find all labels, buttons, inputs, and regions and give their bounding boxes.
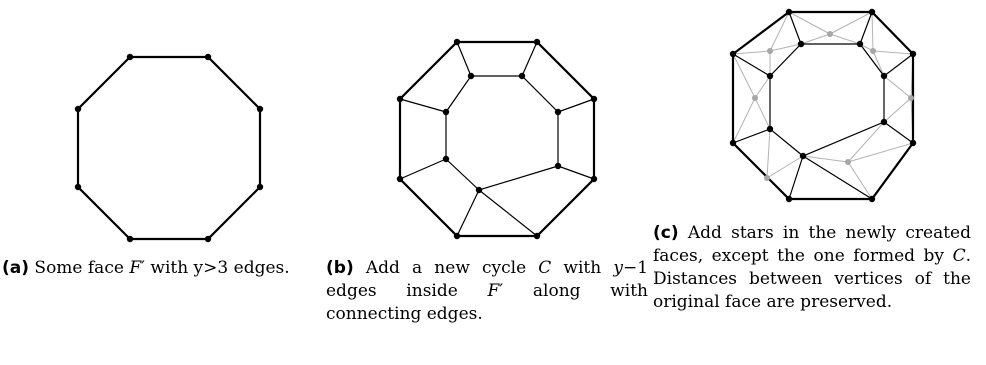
caption-c-text: Add stars in the newly created faces, ex… [653, 223, 971, 266]
caption-a-text-end: with y>3 edges. [144, 258, 290, 278]
face-vertices [74, 53, 264, 243]
caption-c-math-c: C [952, 246, 966, 266]
caption-b-text-2: with [551, 258, 614, 278]
caption-b-text-3: −1 edges inside [326, 258, 649, 301]
panel-b-diagram [396, 38, 598, 240]
inner-cycle-c [770, 44, 884, 156]
caption-a-prime: ′ [141, 258, 145, 278]
vertices [396, 38, 598, 240]
caption-b-text: Add a new cycle [365, 258, 539, 278]
vertices [729, 8, 917, 203]
inner-cycle-c [446, 76, 558, 190]
caption-a-text: Some face [34, 258, 130, 278]
outer-face [400, 42, 594, 236]
connecting-edges [733, 12, 913, 199]
caption-c-text-end: . Distances between vertices of the orig… [653, 246, 971, 312]
caption-a-math-f: F [129, 258, 142, 278]
caption-b-label: (b) [326, 258, 354, 278]
caption-b-math-c: C [538, 258, 552, 278]
caption-c: (c) Add stars in the newly created faces… [653, 222, 971, 314]
panel-c-diagram [729, 8, 917, 203]
caption-b-text-end: along with connecting edges. [326, 281, 648, 324]
caption-b-prime: ′ [499, 281, 504, 301]
caption-a-label: (a) [2, 258, 30, 278]
octagon-face [78, 57, 260, 239]
caption-a: (a) Some face F′ with y>3 edges. [2, 257, 320, 280]
connecting-edges [400, 42, 594, 236]
caption-c-label: (c) [653, 223, 679, 243]
caption-b-math-f: F [487, 281, 500, 301]
star-vertices [752, 31, 914, 181]
panel-a-diagram [74, 53, 264, 243]
caption-b: (b) Add a new cycle C with y−1 edges ins… [326, 257, 648, 326]
caption-b-math-y: y [613, 258, 623, 278]
outer-face [733, 12, 913, 199]
